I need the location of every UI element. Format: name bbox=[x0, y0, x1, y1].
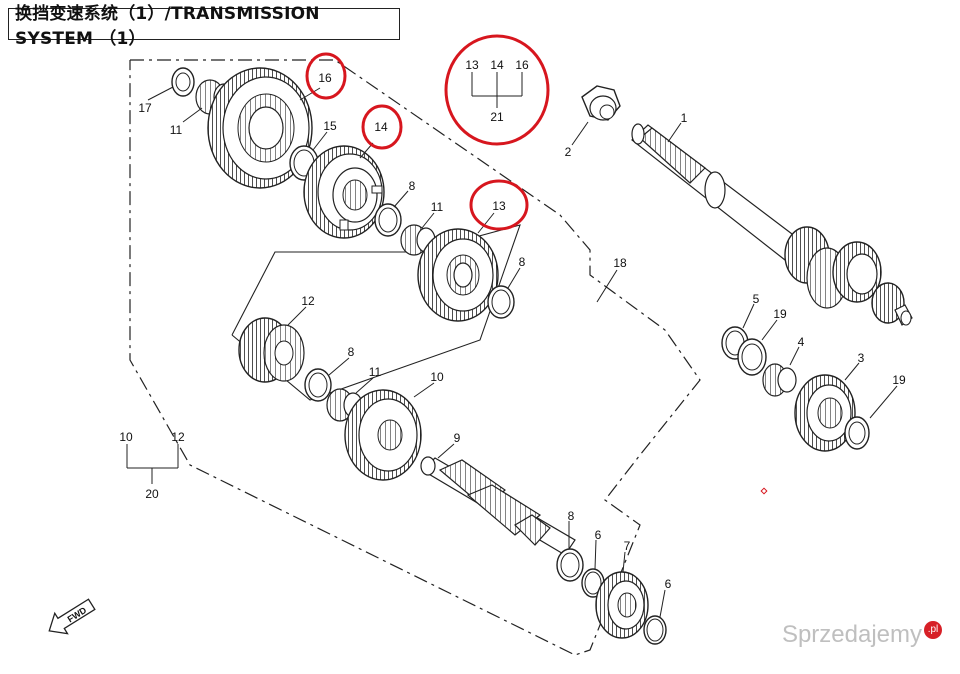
callout-9: 9 bbox=[454, 431, 461, 445]
callout-21: 21 bbox=[490, 110, 504, 124]
callout-11-low: 11 bbox=[369, 365, 382, 379]
callout-10-group: 10 bbox=[119, 430, 133, 444]
callout-20: 20 bbox=[145, 487, 159, 501]
highlight-13 bbox=[469, 179, 529, 231]
callout-19-b: 19 bbox=[892, 373, 906, 387]
callout-8-middle: 8 bbox=[348, 345, 355, 359]
ring-8-upper bbox=[374, 203, 402, 237]
ring-8-middle bbox=[304, 368, 332, 402]
shaft-9 bbox=[420, 456, 576, 556]
callout-18: 18 bbox=[613, 256, 627, 270]
callout-15: 15 bbox=[323, 119, 337, 133]
subgroup-outline bbox=[231, 224, 521, 401]
callout-10-top: 10 bbox=[430, 370, 444, 384]
callout-11-mid: 11 bbox=[431, 200, 444, 214]
title-text: 换挡变速系统（1）/TRANSMISSION SYSTEM （1） bbox=[15, 4, 320, 49]
callout-8-lower: 8 bbox=[568, 509, 575, 523]
highlight-14 bbox=[361, 104, 403, 150]
callout-14-top: 14 bbox=[374, 120, 388, 134]
callout-16-group: 16 bbox=[515, 58, 529, 72]
ring-8-lower bbox=[556, 548, 584, 582]
watermark: Sprzedajemy.pl bbox=[782, 621, 942, 649]
needle-bearing-4 bbox=[762, 363, 797, 397]
washer-19-b bbox=[844, 416, 870, 450]
callout-2: 2 bbox=[565, 145, 572, 159]
washer-17 bbox=[171, 67, 195, 97]
callout-19-a: 19 bbox=[773, 307, 787, 321]
callout-5: 5 bbox=[753, 292, 760, 306]
gear-14 bbox=[303, 145, 385, 239]
callout-12-top: 12 bbox=[301, 294, 315, 308]
fwd-arrow: FWD bbox=[48, 598, 96, 635]
callout-6-a: 6 bbox=[595, 528, 602, 542]
assembly-boundary bbox=[129, 59, 701, 656]
mainshaft-1 bbox=[631, 123, 913, 326]
callout-13-top: 13 bbox=[492, 199, 506, 213]
gear-16 bbox=[207, 67, 313, 189]
callout-3: 3 bbox=[858, 351, 865, 365]
callout-11-top: 11 bbox=[170, 123, 183, 137]
gear-13 bbox=[417, 228, 499, 322]
highlight-circles bbox=[305, 34, 550, 231]
nut-2 bbox=[581, 85, 621, 121]
callout-6-b: 6 bbox=[665, 577, 672, 591]
watermark-text: Sprzedajemy bbox=[781, 621, 922, 648]
highlight-16 bbox=[305, 52, 347, 100]
gear-12 bbox=[238, 317, 305, 383]
callout-8-gear13: 8 bbox=[519, 255, 526, 269]
gear-3 bbox=[794, 374, 856, 452]
gear-10 bbox=[344, 389, 422, 481]
ring-8-gear13 bbox=[487, 285, 515, 319]
callout-1: 1 bbox=[681, 111, 688, 125]
ring-6-b bbox=[643, 615, 667, 645]
callout-labels: 17 11 16 15 14 8 11 13 8 18 13 14 16 21 … bbox=[119, 58, 906, 591]
highlight-21 bbox=[444, 34, 550, 146]
callout-17: 17 bbox=[138, 101, 152, 115]
callout-7: 7 bbox=[624, 539, 631, 553]
leader-lines bbox=[126, 72, 898, 618]
needle-bearing-11-low bbox=[326, 388, 363, 422]
callout-8-upper: 8 bbox=[409, 179, 416, 193]
washer-19-a bbox=[737, 338, 767, 376]
callout-16-top: 16 bbox=[318, 71, 332, 85]
callout-12-group: 12 bbox=[171, 430, 185, 444]
gear-7 bbox=[595, 571, 649, 639]
red-marker bbox=[760, 487, 768, 495]
callout-4: 4 bbox=[798, 335, 805, 349]
page-title: 换挡变速系统（1）/TRANSMISSION SYSTEM （1） bbox=[8, 4, 400, 49]
callout-14-group: 14 bbox=[490, 58, 504, 72]
watermark-badge: .pl bbox=[924, 621, 942, 639]
callout-13-group: 13 bbox=[465, 58, 479, 72]
